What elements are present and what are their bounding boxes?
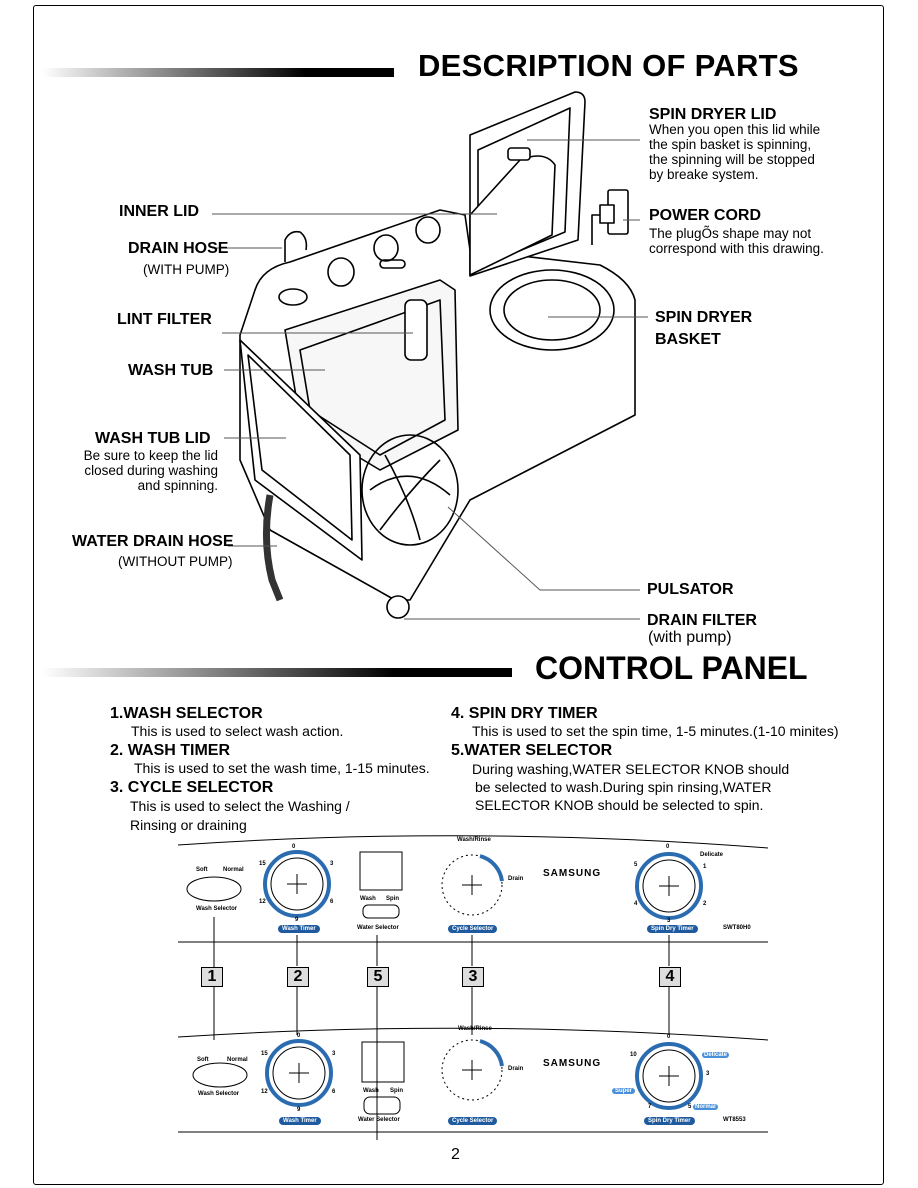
inner-lid-label: INNER LID [119,203,199,220]
drain-hose-sub: (WITH PUMP) [143,262,230,277]
water-drain-hose-sub: (WITHOUT PUMP) [118,554,233,569]
page-frame [33,5,884,1185]
page-number: 2 [451,1146,460,1163]
drain-hose-label: DRAIN HOSE [128,240,229,257]
control-item-1: 1.WASH SELECTOR This is used to select w… [110,705,344,739]
control-heading: CONTROL PANEL [535,650,808,686]
drain-filter-label: DRAIN FILTER [647,612,757,629]
control-item-3: 3. CYCLE SELECTOR This is used to select… [110,779,350,833]
wash-tub-lid-label: WASH TUB LID [95,430,211,447]
washing-machine-illustration [239,91,636,619]
lint-filter-label: LINT FILTER [117,311,212,328]
water-drain-hose-label: WATER DRAIN HOSE [72,533,234,550]
parts-heading: DESCRIPTION OF PARTS [418,48,799,83]
control-item-2: 2. WASH TIMER This is used to set the wa… [110,742,430,776]
control-item-4: 4. SPIN DRY TIMER This is used to set th… [451,705,839,739]
control-panel-diagrams [177,835,769,1140]
control-header-bar [42,668,512,677]
leader-lines [212,139,648,620]
wash-tub-label: WASH TUB [128,362,214,379]
drain-filter-sub: (with pump) [648,629,732,646]
power-cord-label: POWER CORD [649,207,761,224]
pulsator-label: PULSATOR [647,581,734,598]
parts-header-bar [42,68,394,77]
control-item-5: 5.WATER SELECTOR During washing,WATER SE… [451,742,790,813]
spin-dryer-lid-label: SPIN DRYER LID [649,106,777,123]
